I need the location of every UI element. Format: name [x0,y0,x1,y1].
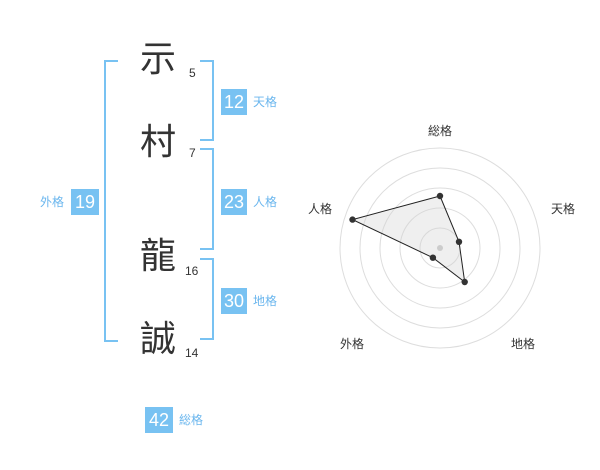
soukaku-value: 42 [145,407,173,433]
stroke-count-2: 7 [189,146,196,160]
radar-point-4 [429,254,437,261]
chikaku-bracket [200,258,214,340]
gaikaku-value: 19 [71,189,99,215]
stroke-count-1: 5 [189,66,196,80]
stroke-count-3: 16 [185,264,199,278]
name-char-3: 龍 [140,236,177,277]
radar-axis-label-chikaku: 地格 [511,337,536,351]
radar-area [351,195,466,284]
radar-point-2 [455,238,463,245]
radar-axis-label-soukaku: 総格 [428,124,453,138]
chikaku-label: 地格 [253,294,278,308]
name-char-4: 誠 [140,319,177,360]
radar-point-5 [349,216,356,223]
soukaku-label: 総格 [179,413,204,427]
tenkaku-value: 12 [221,89,247,115]
radar-chart [339,147,541,349]
name-char-1: 示 [140,39,177,80]
radar-ring-5 [339,147,541,349]
radar-axis-label-gaikaku: 外格 [340,337,365,351]
radar-ring-4 [359,167,521,329]
radar-ring-3 [379,187,501,309]
jinkaku-label: 人格 [253,195,278,209]
jinkaku-value: 23 [221,189,247,215]
radar-axis-label-jinkaku: 人格 [308,202,333,216]
stroke-count-4: 14 [185,346,199,360]
tenkaku-bracket [200,60,214,141]
radar-point-3 [461,278,468,286]
tenkaku-label: 天格 [253,95,278,109]
name-char-2: 村 [140,122,177,163]
chikaku-value: 30 [221,288,247,314]
gaikaku-label: 外格 [40,195,65,209]
gaikaku-bracket [104,60,118,342]
radar-ring-2 [399,207,481,289]
radar-point-1 [436,192,444,200]
radar-center-dot [437,245,443,251]
jinkaku-bracket [200,148,214,250]
radar-axis-label-tenkaku: 天格 [551,202,576,216]
